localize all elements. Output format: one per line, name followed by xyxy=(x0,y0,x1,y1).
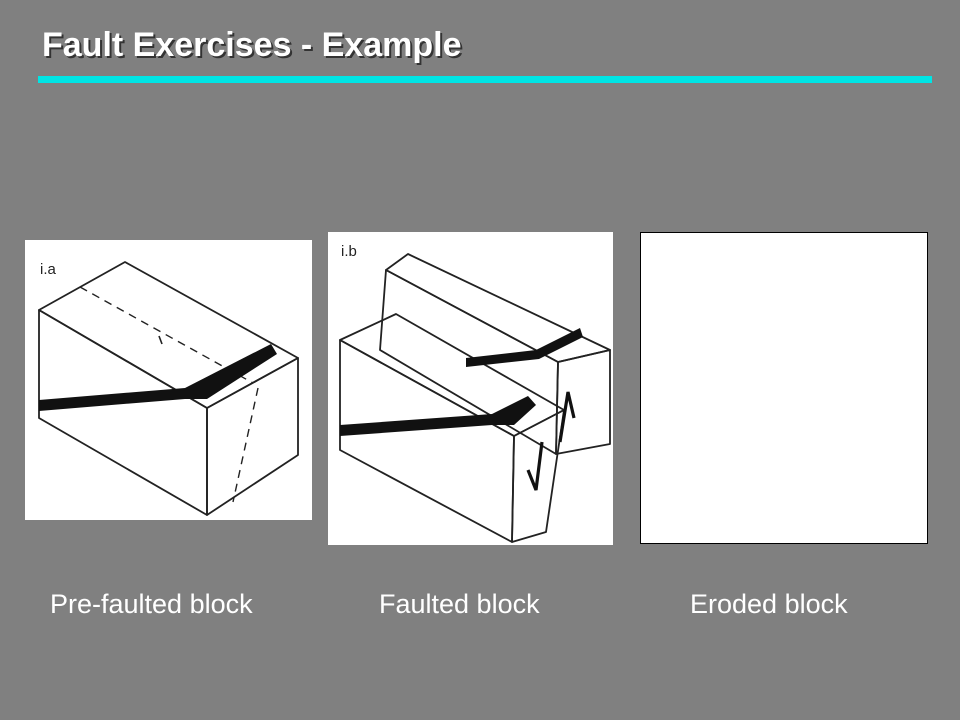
faulted-block-diagram: i.b xyxy=(328,232,613,545)
upthrown-block-top xyxy=(385,253,611,363)
layer-bed-front xyxy=(39,388,207,411)
eroded-block-blank xyxy=(640,232,928,544)
fault-plane-dashed xyxy=(232,387,259,503)
block-front-face xyxy=(38,309,208,516)
slide-title: Fault Exercises - Example xyxy=(42,26,462,64)
layer-bed-downthrown-top xyxy=(492,396,536,425)
layer-bed-downthrown-front xyxy=(340,414,514,436)
block-end-face xyxy=(206,357,299,516)
faulted-block-svg: i.b xyxy=(339,243,611,543)
layer-bed-upthrown xyxy=(466,328,583,367)
downthrown-block-end xyxy=(511,409,565,543)
up-arrow-icon xyxy=(558,391,576,443)
caption-faulted: Faulted block xyxy=(379,589,540,619)
pre-faulted-block-svg: i.a xyxy=(38,261,299,516)
dip-tick xyxy=(158,335,163,345)
caption-eroded: Eroded block xyxy=(690,589,848,619)
title-underline xyxy=(38,76,932,83)
panel-label-a: i.a xyxy=(40,261,57,278)
pre-faulted-block-diagram: i.a xyxy=(25,240,312,520)
upthrown-block-end xyxy=(555,349,611,455)
caption-pre-faulted: Pre-faulted block xyxy=(50,589,253,619)
downthrown-block-front xyxy=(339,339,515,543)
layer-bed-top xyxy=(185,344,277,399)
panel-label-b: i.b xyxy=(341,243,357,260)
down-arrow-icon xyxy=(526,441,544,491)
fault-trace-dashed xyxy=(79,286,254,384)
